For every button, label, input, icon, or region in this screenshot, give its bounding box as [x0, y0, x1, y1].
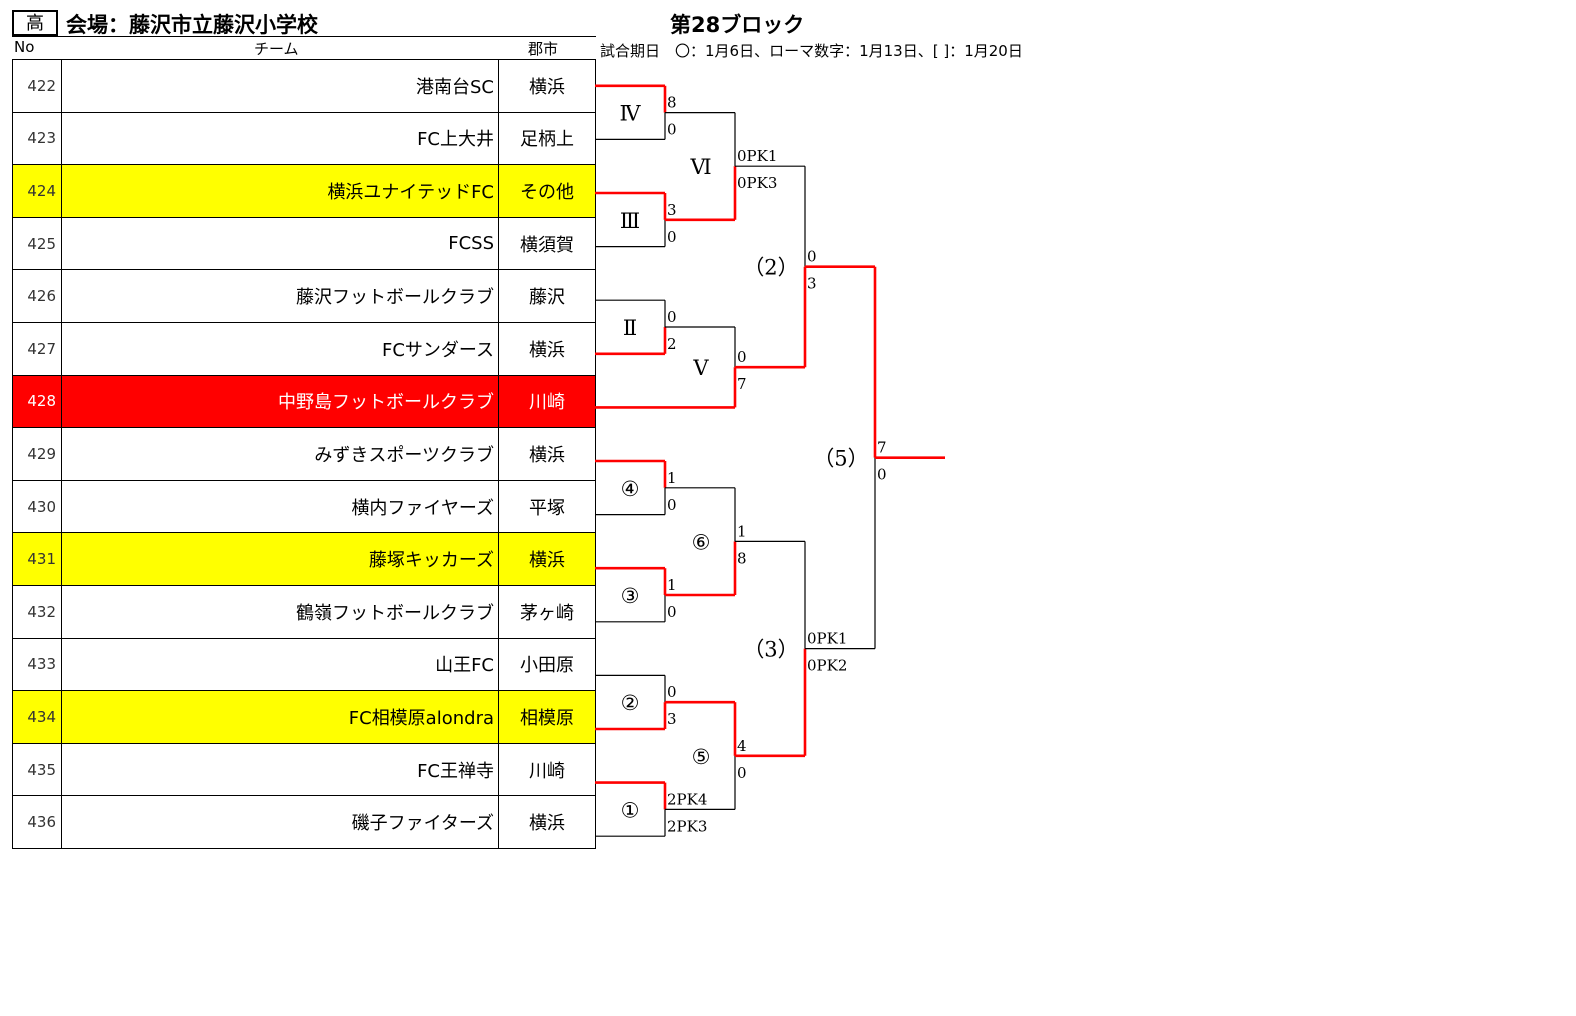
- team-name: 藤塚キッカーズ: [61, 532, 499, 586]
- team-city: 横浜: [498, 321, 596, 376]
- venue-title: 会場：藤沢市立藤沢小学校: [66, 13, 318, 37]
- team-city: 川崎: [498, 374, 596, 429]
- match-score: 7: [737, 375, 747, 393]
- team-number: 425: [12, 216, 62, 271]
- match-score: 0: [667, 603, 677, 621]
- match-label: ④: [621, 477, 640, 501]
- match-score: 0: [877, 466, 887, 484]
- team-city: 川崎: [498, 742, 596, 797]
- team-city: 藤沢: [498, 269, 596, 323]
- match-label: Ⅴ: [692, 356, 709, 380]
- match-score: 0: [737, 348, 747, 366]
- team-number: 428: [12, 374, 62, 429]
- team-number: 429: [12, 427, 62, 481]
- match-label: Ⅳ: [620, 102, 642, 126]
- match-label: ③: [621, 584, 640, 608]
- team-name: 鶴嶺フットボールクラブ: [61, 584, 499, 639]
- match-score: 1: [737, 522, 747, 540]
- match-score: 8: [667, 94, 677, 112]
- team-name: FC王禅寺: [61, 742, 499, 797]
- match-score: 0: [667, 308, 677, 326]
- team-name: 横内ファイヤーズ: [61, 479, 499, 534]
- match-label: Ⅲ: [620, 209, 640, 233]
- level-badge: 高: [12, 10, 58, 36]
- team-city: 足柄上: [498, 111, 596, 166]
- match-score: 2PK4: [667, 790, 707, 808]
- match-score: 0PK3: [737, 174, 777, 192]
- match-score: 2: [667, 335, 677, 353]
- team-number: 426: [12, 269, 62, 323]
- team-number: 423: [12, 111, 62, 166]
- team-name: FCサンダース: [61, 321, 499, 376]
- block-title: 第28ブロック: [670, 13, 805, 37]
- match-label: （2）: [743, 256, 798, 280]
- match-score: 1: [667, 576, 677, 594]
- team-name: 横浜ユナイテッドFC: [61, 164, 499, 218]
- team-name: みずきスポーツクラブ: [61, 427, 499, 481]
- team-name: 中野島フットボールクラブ: [61, 374, 499, 429]
- match-score: 0: [667, 121, 677, 139]
- team-city: 横浜: [498, 427, 596, 481]
- match-label: ⑥: [692, 530, 711, 554]
- team-name: FC相模原alondra: [61, 690, 499, 744]
- column-header-no: No: [14, 38, 35, 56]
- match-score: 8: [737, 549, 747, 567]
- match-score: 0PK2: [807, 657, 847, 675]
- match-score: 3: [667, 201, 677, 219]
- match-score: 0: [737, 764, 747, 782]
- team-name: 藤沢フットボールクラブ: [61, 269, 499, 323]
- match-label: Ⅵ: [689, 155, 711, 179]
- match-label: ⑤: [692, 745, 711, 769]
- match-score: 0: [667, 683, 677, 701]
- match-dates-note: 試合期日 〇：1月6日、ローマ数字：1月13日、[ ]：1月20日: [600, 42, 1023, 60]
- column-header-city: 郡市: [528, 40, 559, 58]
- team-name: FCSS: [61, 216, 499, 271]
- match-score: 0: [667, 496, 677, 514]
- team-number: 424: [12, 164, 62, 218]
- match-score: 3: [807, 275, 817, 293]
- team-number: 431: [12, 532, 62, 586]
- match-label: Ⅱ: [623, 316, 637, 340]
- team-number: 434: [12, 690, 62, 744]
- match-label: ②: [621, 691, 640, 715]
- match-score: 0: [807, 248, 817, 266]
- match-score: 1: [667, 469, 677, 487]
- team-number: 435: [12, 742, 62, 797]
- column-header-team: チーム: [254, 40, 299, 58]
- match-score: 0PK1: [807, 630, 847, 648]
- team-city: 横浜: [498, 532, 596, 586]
- match-label: （5）: [813, 447, 868, 471]
- match-score: 3: [667, 710, 677, 728]
- header-divider: [12, 36, 596, 37]
- team-name: FC上大井: [61, 111, 499, 166]
- match-score: 7: [877, 439, 887, 457]
- match-label: ①: [621, 798, 640, 822]
- team-number: 433: [12, 637, 62, 692]
- team-city: その他: [498, 164, 596, 218]
- team-number: 430: [12, 479, 62, 534]
- match-score: 4: [737, 737, 747, 755]
- team-city: 横浜: [498, 795, 596, 849]
- match-label: （3）: [743, 638, 798, 662]
- match-score: 0: [667, 228, 677, 246]
- match-score: 0PK1: [737, 147, 777, 165]
- match-score: 2PK3: [667, 817, 707, 835]
- team-city: 茅ヶ崎: [498, 584, 596, 639]
